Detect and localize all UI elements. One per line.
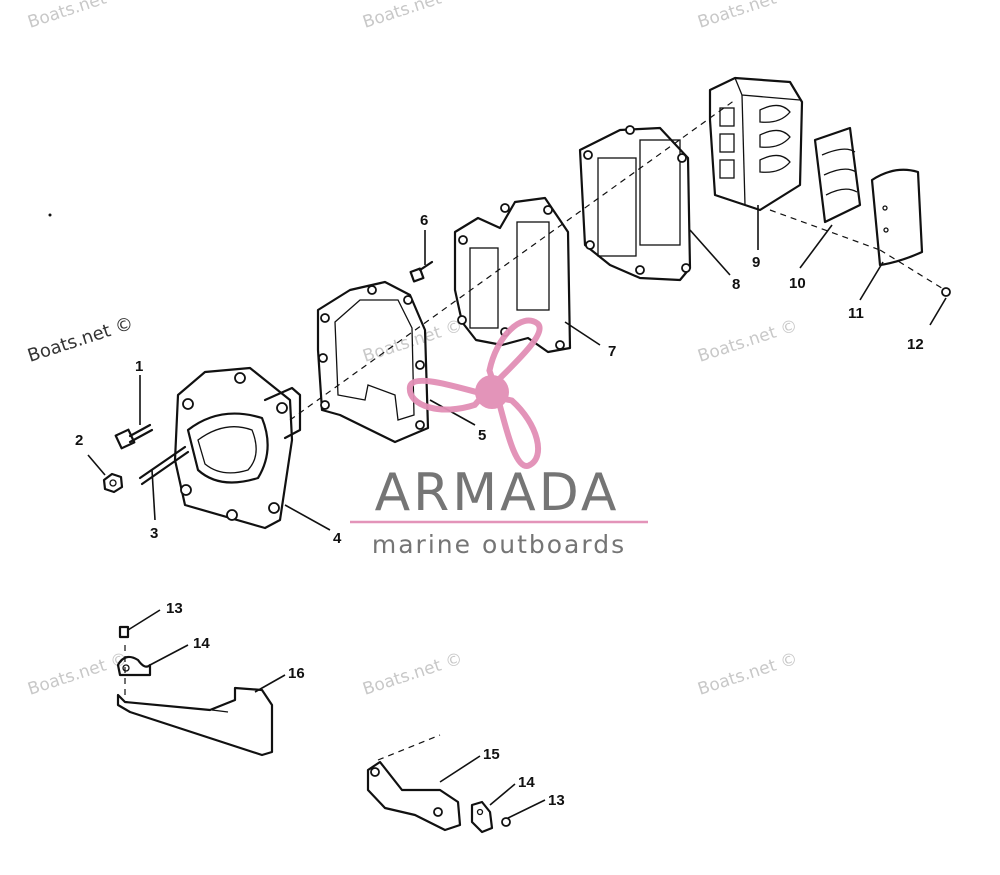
- part-8-gasket: [578, 125, 692, 282]
- callout-1: 1: [135, 358, 143, 375]
- watermark: Boats.net ©: [695, 316, 800, 367]
- callout-14-lower: 14: [518, 774, 535, 791]
- callout-9: 9: [752, 254, 760, 271]
- part-5-gasket: [316, 280, 430, 444]
- part-11-reed-stop: [870, 168, 924, 267]
- callout-6: 6: [420, 212, 428, 229]
- callout-13: 13: [166, 600, 183, 617]
- watermark: Boats.net ©: [695, 649, 800, 700]
- callout-14: 14: [193, 635, 210, 652]
- callout-7: 7: [608, 343, 616, 360]
- brand-name: ARMADA: [375, 463, 620, 523]
- part-13-screw-upper: [118, 625, 130, 639]
- part-4-adapter-plate: [173, 366, 302, 530]
- part-10-reed-petal: [813, 126, 862, 224]
- part-6-screw: [409, 260, 434, 283]
- part-3-stud: [138, 445, 190, 486]
- leader-lines: [87, 205, 947, 819]
- part-15-bracket: [366, 760, 462, 832]
- callout-10: 10: [789, 275, 806, 292]
- part-13-screw-lower: [501, 817, 511, 827]
- watermark: Boats.net ©: [695, 0, 800, 33]
- callout-2: 2: [75, 432, 83, 449]
- watermark: Boats.net ©: [25, 649, 130, 700]
- watermark-primary: Boats.net ©: [25, 313, 136, 367]
- watermark: Boats.net ©: [360, 0, 465, 33]
- part-12-screw: [941, 287, 951, 297]
- watermark: Boats.net ©: [360, 649, 465, 700]
- part-16-bracket: [116, 686, 274, 757]
- callout-13-lower: 13: [548, 792, 565, 809]
- callout-4: 4: [333, 530, 342, 547]
- callout-11: 11: [848, 305, 864, 322]
- callout-labels: 1 2 3 4 5 6 7 8 9 10 11 12 13 14 16 15 1…: [75, 212, 924, 809]
- callout-15: 15: [483, 746, 500, 763]
- brand-watermark: ARMADA marine outboards: [350, 317, 648, 559]
- callout-12: 12: [907, 336, 924, 353]
- part-9-reed-block: [708, 76, 804, 212]
- callout-5: 5: [478, 427, 486, 444]
- part-14-clip-lower: [470, 800, 494, 834]
- brand-tagline: marine outboards: [372, 530, 626, 559]
- part-1-bolt: [114, 423, 154, 450]
- callout-16: 16: [288, 665, 305, 682]
- callout-8: 8: [732, 276, 740, 293]
- part-14-clip-upper: [116, 655, 152, 677]
- callout-3: 3: [150, 525, 158, 542]
- assembly-axis: [124, 99, 946, 761]
- watermark: Boats.net ©: [25, 0, 130, 33]
- part-2-nut: [102, 472, 124, 494]
- propeller-logo-icon: [406, 317, 543, 469]
